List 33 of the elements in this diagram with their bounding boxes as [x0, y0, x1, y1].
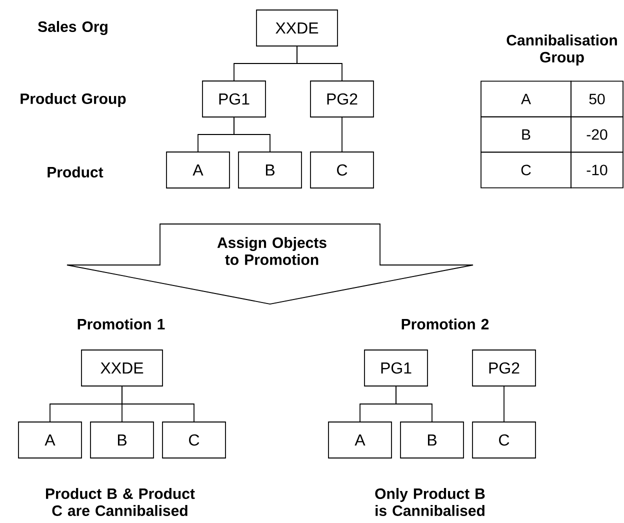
org-box: PG2	[310, 80, 374, 118]
org-box: C	[472, 422, 536, 458]
org-box: C	[162, 422, 226, 458]
heading: Only Product B is Cannibalised	[375, 488, 485, 516]
org-box: A	[18, 422, 82, 458]
heading: Promotion 1	[78, 318, 165, 330]
table-cell: -10	[570, 152, 624, 188]
table-cell: -20	[570, 116, 624, 153]
org-box: B	[238, 152, 302, 188]
org-box: B	[90, 422, 154, 458]
heading: Cannibalisation Group	[506, 34, 617, 66]
table-cell: C	[480, 152, 572, 188]
connector	[296, 46, 342, 81]
org-box: PG2	[472, 350, 536, 386]
heading: Promotion 2	[402, 318, 489, 330]
heading: Product B & Product C are Cannibalised	[46, 488, 195, 516]
table-cell: B	[480, 116, 572, 153]
connector	[122, 386, 194, 422]
heading: Product Group	[20, 93, 126, 107]
org-box: PG1	[202, 80, 266, 118]
org-box: XXDE	[256, 10, 338, 46]
connector	[396, 386, 432, 422]
heading: Sales Org	[38, 20, 108, 36]
org-box: A	[328, 422, 392, 458]
org-box: B	[400, 422, 464, 458]
org-box: A	[166, 152, 230, 188]
table-cell: 50	[570, 80, 624, 118]
table-cell: A	[480, 80, 572, 118]
org-box: XXDE	[81, 350, 163, 386]
heading: Product	[48, 166, 104, 178]
org-box: PG1	[364, 350, 428, 386]
connector	[234, 117, 270, 152]
org-box: C	[310, 152, 374, 188]
